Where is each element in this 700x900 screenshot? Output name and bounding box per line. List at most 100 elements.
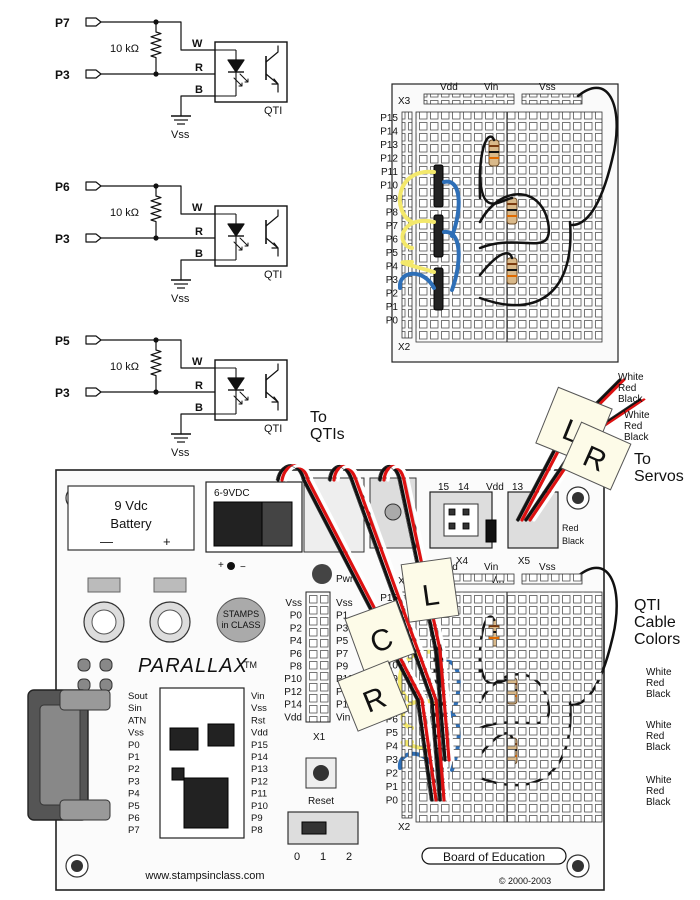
wire-w [180, 21, 216, 51]
qti-box [214, 205, 288, 267]
bs2-right-pin-label: Vdd [251, 728, 268, 739]
qti-box [214, 359, 288, 421]
pin-label-p15: P15 [380, 113, 398, 124]
qti-tag-r-paper [337, 660, 409, 732]
pin-label-p3: P3 [386, 755, 399, 766]
pin-label-p6: P6 [386, 715, 399, 726]
phototransistor-icon [271, 78, 279, 85]
pin-label-p3: P3 [386, 275, 399, 286]
capacitor-icon [91, 609, 117, 635]
wire-w-label: W [192, 356, 203, 368]
pin-label-p13: P13 [380, 140, 398, 151]
servo-tag-r-paper [560, 421, 632, 491]
black-wire [478, 193, 550, 224]
qti-header-block [433, 164, 444, 208]
x1-right-label: P3 [336, 623, 349, 634]
pin-label-p11: P11 [381, 167, 398, 178]
phototransistor-icon [271, 396, 279, 403]
light-arrow-icon [233, 395, 243, 405]
pin-connector-icon [85, 17, 102, 27]
qti-cable-center-outline [327, 466, 439, 801]
bs2-left-pin-label: P1 [128, 752, 140, 763]
resistor-value-label: 10 kΩ [110, 361, 139, 373]
black-wire [478, 220, 572, 307]
copyright-label: © 2000-2003 [499, 876, 551, 886]
light-arrow-icon [239, 73, 249, 83]
connector-x3-label: X3 [398, 96, 411, 107]
x1-right-label: Vin [336, 712, 350, 723]
bs2-left-pin-label: P6 [128, 813, 140, 824]
x1-left-label: P10 [284, 674, 302, 685]
phototransistor-icon [271, 242, 279, 249]
pin-label-p8: P8 [386, 208, 399, 219]
bs2-right-pin-label: P13 [251, 764, 268, 775]
bs2-left-pin-label: Sout [128, 691, 148, 702]
mounting-hole [71, 860, 83, 872]
status-led [99, 658, 113, 672]
blue-jumper [397, 271, 436, 290]
stamps-logo-label: in CLASS [221, 620, 260, 630]
qti-colors-3-black: Black [646, 797, 671, 808]
servo-colors-a-red: Red [618, 383, 636, 394]
bs2-chip [169, 727, 199, 751]
wire-b-label: B [195, 402, 203, 414]
qti-tag-l-paper [400, 557, 460, 623]
x1-left-label: P14 [284, 700, 302, 711]
battery-minus-label: — [100, 534, 113, 549]
qti-colors-2-red: Red [646, 731, 664, 742]
pin-label-p5: P5 [386, 728, 399, 739]
serial-port-icon [39, 704, 81, 806]
ground-label: Vss [171, 447, 190, 459]
resistor-icon [150, 185, 162, 239]
servo-colors-b-black: Black [624, 432, 649, 443]
schematic-pin-bottom-label: P3 [55, 386, 70, 400]
pin-label-p7: P7 [386, 221, 399, 232]
header-vin-label: Vin [484, 562, 498, 573]
qti-colors-2-white: White [646, 720, 672, 731]
board-name-label: Board of Education [443, 850, 545, 864]
light-arrow-icon [239, 237, 249, 247]
polarity-plus: + [218, 560, 224, 571]
schematic-pin-top-label: P5 [55, 334, 70, 348]
ground-label: Vss [171, 293, 190, 305]
phototransistor-icon [265, 209, 279, 227]
parallax-logo: PARALLAX [138, 655, 248, 677]
switch-position-label: 2 [346, 851, 352, 863]
wire-b [180, 413, 216, 435]
pin-label-p2: P2 [386, 769, 399, 780]
pin-label-p12: P12 [380, 154, 398, 165]
x1-left-label: P8 [290, 662, 303, 673]
connector-x2-label: X2 [398, 342, 411, 353]
servo-colors-b-white: White [624, 410, 650, 421]
pin-label-p5: P5 [386, 248, 399, 259]
servo-header-number: 14 [458, 482, 470, 493]
capacitor-icon [157, 609, 183, 635]
x1-label: X1 [313, 732, 326, 743]
vdd-jumper [485, 519, 497, 543]
x1-right-label: P7 [336, 649, 349, 660]
pin-connector-icon [85, 233, 102, 243]
qti-colors-3-white: White [646, 775, 672, 786]
x1-right-label: P15 [336, 700, 354, 711]
header-vss-label: Vss [539, 82, 556, 93]
to-qtis-label: To QTIs [310, 409, 345, 443]
light-arrow-icon [233, 241, 243, 251]
polarity-icon [227, 562, 235, 570]
header-vin-label: Vin [484, 82, 498, 93]
mounting-hole [572, 492, 584, 504]
power-switch-knob [301, 821, 327, 835]
schematic-pin-bottom-label: P3 [55, 232, 70, 246]
bs2-left-pin-label: Sin [128, 703, 142, 714]
capacitor-lead [153, 577, 187, 593]
qti-cable-left-white [284, 464, 442, 802]
bs2-left-pin-label: Vss [128, 728, 144, 739]
x1-left-label: P2 [290, 623, 303, 634]
to-servos-label: To Servos [634, 451, 684, 485]
bs2-right-pin-label: P12 [251, 776, 268, 787]
servo-colors-b-red: Red [624, 421, 642, 432]
x1-left-label: P6 [290, 649, 303, 660]
